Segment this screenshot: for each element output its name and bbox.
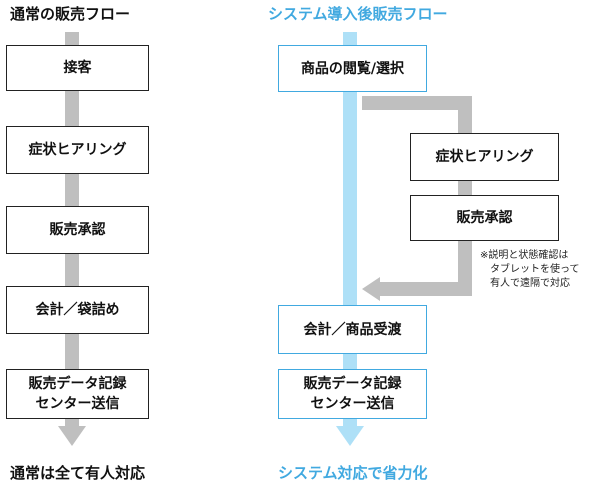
branch-out-connector bbox=[362, 96, 472, 134]
branch-step-sale-approval: 販売承認 bbox=[410, 195, 559, 241]
left-step-checkout: 会計／袋詰め bbox=[6, 286, 149, 334]
right-flow-title: システム導入後販売フロー bbox=[268, 5, 448, 23]
branch-return-arrowhead bbox=[362, 277, 380, 301]
right-step-data-record: 販売データ記録 センター送信 bbox=[278, 369, 427, 419]
left-step-symptom-hearing: 症状ヒアリング bbox=[6, 126, 149, 174]
left-flow-footer: 通常は全て有人対応 bbox=[10, 464, 146, 482]
branch-link-connector bbox=[458, 180, 472, 196]
right-flow-footer: システム対応で省力化 bbox=[278, 464, 428, 482]
step-label: 販売承認 bbox=[49, 222, 106, 238]
branch-return-connector bbox=[378, 240, 472, 296]
right-flow-arrowhead bbox=[336, 426, 364, 446]
left-step-sale-approval: 販売承認 bbox=[6, 206, 149, 254]
step-label: 会計／商品受渡 bbox=[303, 321, 402, 338]
step-label: 症状ヒアリング bbox=[435, 149, 534, 165]
step-label: 接客 bbox=[63, 60, 92, 76]
right-step-checkout-handover: 会計／商品受渡 bbox=[278, 305, 427, 354]
left-flow-title: 通常の販売フロー bbox=[10, 5, 131, 23]
remote-support-note: ※説明と状態確認は タブレットを使って 有人で遠隔で対応 bbox=[480, 250, 580, 289]
step-label: 販売承認 bbox=[456, 210, 513, 226]
step-label: 商品の閲覧/選択 bbox=[300, 60, 405, 77]
left-flow-arrowhead bbox=[58, 426, 86, 446]
branch-step-symptom-hearing: 症状ヒアリング bbox=[410, 133, 559, 181]
step-label: 症状ヒアリング bbox=[28, 142, 127, 158]
step-label: 販売データ記録 センター送信 bbox=[303, 376, 402, 412]
step-label: 販売データ記録 センター送信 bbox=[28, 376, 127, 412]
step-label: 会計／袋詰め bbox=[35, 302, 120, 318]
right-step-browse-select: 商品の閲覧/選択 bbox=[278, 45, 427, 92]
left-step-data-record: 販売データ記録 センター送信 bbox=[6, 369, 149, 419]
left-step-reception: 接客 bbox=[6, 45, 149, 91]
